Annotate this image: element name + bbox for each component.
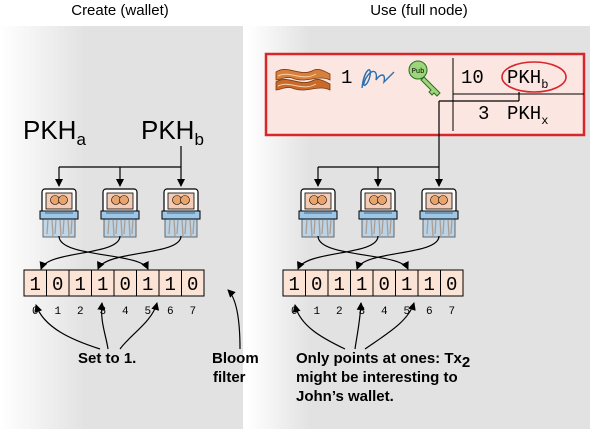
tx-output1-pkh: PKHb xyxy=(507,67,548,92)
shredder-icon xyxy=(419,188,459,238)
bit-index: 1 xyxy=(313,306,320,318)
bit-value: 1 xyxy=(356,274,367,296)
signature-icon xyxy=(361,69,395,89)
shredder-icon xyxy=(100,188,140,238)
bit-index: 3 xyxy=(99,306,106,318)
bit-cell xyxy=(440,269,464,297)
public-key-icon: Pub xyxy=(408,60,441,97)
bit-value: 0 xyxy=(120,274,131,296)
bit-index: 5 xyxy=(144,306,151,318)
bit-value: 1 xyxy=(401,274,412,296)
bit-index: 3 xyxy=(358,306,365,318)
right-caption-line2: might be interesting to xyxy=(296,369,458,386)
right-hash-fanout xyxy=(314,92,520,187)
bit-value: 0 xyxy=(311,274,322,296)
svg-text:Pub: Pub xyxy=(412,68,425,76)
bit-index: 2 xyxy=(77,306,84,318)
bit-index: 6 xyxy=(167,306,174,318)
tx-output2-amount: 3 xyxy=(478,103,489,125)
bit-value: 1 xyxy=(97,274,108,296)
bit-value: 1 xyxy=(142,274,153,296)
bit-index: 4 xyxy=(122,306,129,318)
bit-index: 6 xyxy=(426,306,433,318)
bloom-filter-label-line1: Bloom xyxy=(212,350,259,367)
right-caption-line3: John’s wallet. xyxy=(296,388,394,405)
left-caption: Set to 1. xyxy=(78,350,136,367)
left-hash-fanout xyxy=(55,146,185,187)
bit-value: 1 xyxy=(75,274,86,296)
bacon-icon xyxy=(275,69,331,91)
bit-value: 1 xyxy=(165,274,176,296)
right-panel-title: Use (full node) xyxy=(370,2,468,19)
bit-value: 0 xyxy=(187,274,198,296)
left-caption-arrows xyxy=(34,289,241,350)
bit-value: 0 xyxy=(52,274,63,296)
tx-input-amount: 1 xyxy=(341,67,352,89)
bit-index: 2 xyxy=(336,306,343,318)
bit-index: 7 xyxy=(448,306,455,318)
shredder-icon xyxy=(39,188,79,238)
shredder-icon xyxy=(298,188,338,238)
bit-index: 7 xyxy=(189,306,196,318)
bit-cell xyxy=(181,269,205,297)
bit-value: 0 xyxy=(446,274,457,296)
bit-index: 1 xyxy=(54,306,61,318)
bit-index: 4 xyxy=(381,306,388,318)
pkh-b-label: PKHb xyxy=(141,115,204,149)
pkh-b-highlight xyxy=(501,61,567,93)
right-caption-line1: Only points at ones: Tx2 xyxy=(296,350,470,371)
bit-index: 5 xyxy=(403,306,410,318)
left-panel-title: Create (wallet) xyxy=(71,2,169,19)
shredder-icon xyxy=(358,188,398,238)
shredder-icon xyxy=(161,188,201,238)
bit-value: 1 xyxy=(289,274,300,296)
right-caption-arrows xyxy=(292,302,416,350)
bloom-filter-label-line2: filter xyxy=(213,369,246,386)
left-hash-to-bit-arrows xyxy=(39,235,182,270)
bit-value: 1 xyxy=(334,274,345,296)
bit-value: 1 xyxy=(30,274,41,296)
bit-value: 0 xyxy=(379,274,390,296)
right-hash-to-bit-arrows xyxy=(297,235,440,270)
bit-index: 0 xyxy=(291,306,298,318)
tx-output2-pkh: PKHx xyxy=(507,103,548,128)
pkh-a-label: PKHa xyxy=(23,115,86,149)
bit-value: 1 xyxy=(424,274,435,296)
tx-output1-amount: 10 xyxy=(461,67,484,89)
